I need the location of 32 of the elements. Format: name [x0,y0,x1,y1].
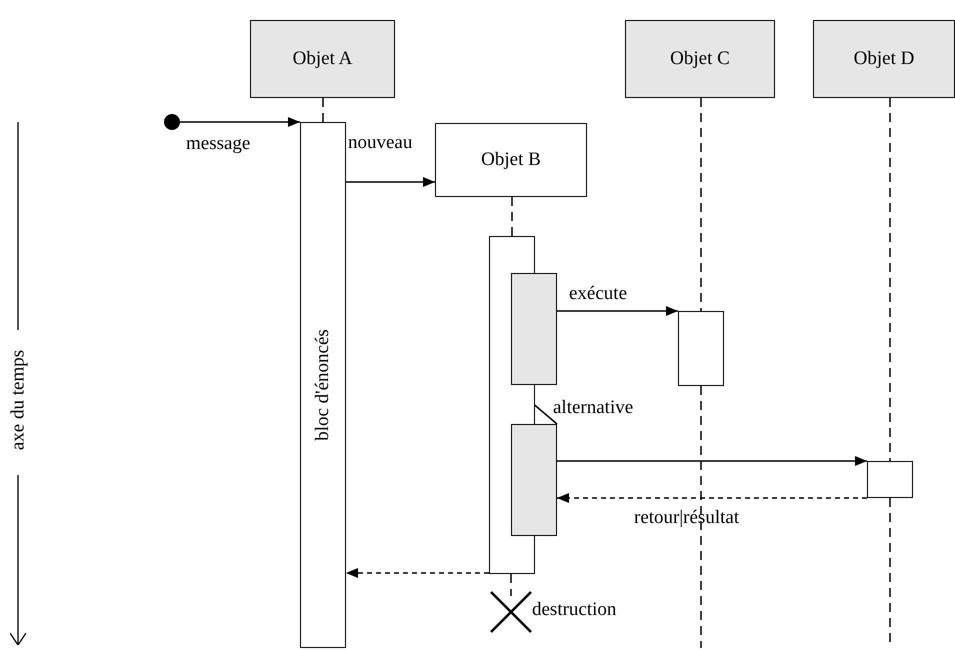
object-name: Objet B [481,149,541,171]
object-box [625,20,775,98]
arrow [557,493,867,503]
object-name: Objet A [292,48,352,70]
lifeline [511,197,513,236]
activation-bar [867,461,913,498]
activation-bar [511,424,557,536]
object-name: Objet D [854,48,914,70]
activation-bar [511,273,557,385]
edge-label: retour|résultat [634,508,740,527]
lifeline [700,98,702,311]
activation-bar [300,122,346,648]
bar-label: bloc d'énoncés [312,329,334,441]
object-box [813,20,955,98]
activation-bar [678,311,724,386]
arrow [557,456,867,466]
lifeline [322,98,324,122]
arrow [557,306,678,316]
object-box [435,123,587,197]
edge-label: message [186,134,250,153]
object-name: Objet C [670,48,730,70]
axis-label: axe du temps [8,350,28,450]
destruction-label: destruction [532,600,616,619]
arrow [180,117,300,127]
edge-label: exécute [569,284,628,303]
object-box [250,20,395,98]
alternative-label: alternative [553,398,634,417]
edge-label: nouveau [348,133,412,152]
arrow [346,177,435,187]
lifeline [889,98,891,461]
arrow [346,568,489,578]
start-dot [164,114,180,130]
